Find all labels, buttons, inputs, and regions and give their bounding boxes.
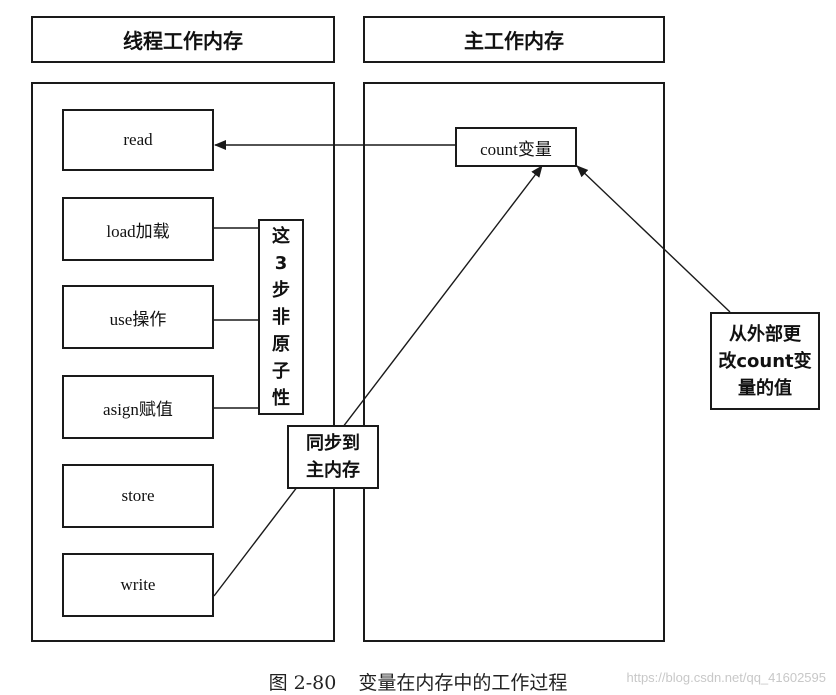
external-note-line: 改count变 xyxy=(718,350,812,372)
main-memory-header-label: 主工作内存 xyxy=(464,29,564,53)
note-char: 性 xyxy=(272,387,290,409)
note-char: 这 xyxy=(272,225,290,247)
count-variable-label: count变量 xyxy=(480,139,552,159)
write-box: write xyxy=(62,553,214,617)
note-char: 非 xyxy=(272,306,290,328)
store-box: store xyxy=(62,464,214,528)
load-label: load加载 xyxy=(106,221,170,241)
thread-memory-header-label: 线程工作内存 xyxy=(123,29,243,53)
assign-box: asign赋值 xyxy=(62,375,214,439)
use-label: use操作 xyxy=(109,309,167,329)
figure-title: 变量在内存中的工作过程 xyxy=(358,672,568,694)
note-char: 子 xyxy=(272,360,290,382)
note-char: 步 xyxy=(272,279,290,301)
read-box: read xyxy=(62,109,214,171)
write-label: write xyxy=(120,575,156,594)
use-box: use操作 xyxy=(62,285,214,349)
non-atomic-note: 这 3 步 非 原 子 性 xyxy=(258,219,304,415)
assign-label: asign赋值 xyxy=(103,399,173,419)
sync-to-main-note: 同步到 主内存 xyxy=(287,425,379,489)
external-change-note: 从外部更 改count变 量的值 xyxy=(710,312,820,410)
sync-note-line: 同步到 xyxy=(306,433,360,454)
count-variable-box: count变量 xyxy=(455,127,577,167)
figure-number: 图 2-80 xyxy=(268,672,337,694)
external-note-line: 从外部更 xyxy=(729,323,801,345)
read-label: read xyxy=(123,130,153,149)
sync-note-line: 主内存 xyxy=(306,460,360,481)
main-memory-header: 主工作内存 xyxy=(363,16,665,63)
store-label: store xyxy=(121,486,155,505)
figure-caption: 图 2-80 变量在内存中的工作过程 xyxy=(0,668,836,695)
note-char: 原 xyxy=(272,333,290,355)
load-box: load加载 xyxy=(62,197,214,261)
watermark: https://blog.csdn.net/qq_41602595 xyxy=(626,670,827,685)
external-note-line: 量的值 xyxy=(738,377,792,399)
note-char: 3 xyxy=(274,252,288,274)
thread-memory-header: 线程工作内存 xyxy=(31,16,335,63)
